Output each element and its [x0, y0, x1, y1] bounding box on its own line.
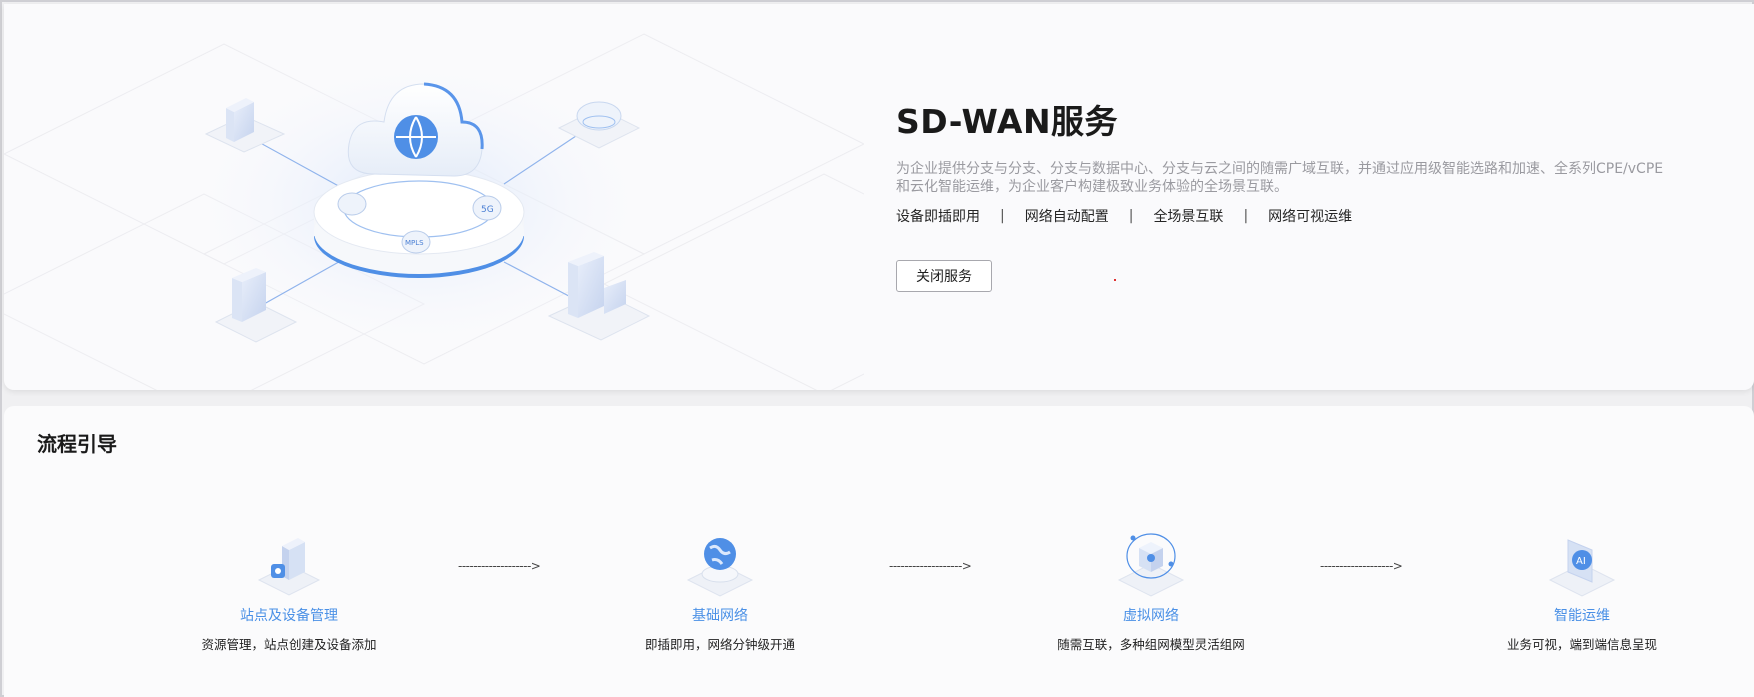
feature-separator: | [1128, 208, 1134, 224]
step-desc: 随需互联，多种组网模型灵活组网 [1057, 637, 1245, 652]
globe-network-icon [686, 538, 754, 597]
service-description: 为企业提供分支与分支、分支与数据中心、分支与云之间的随需广域互联，并通过应用级智… [896, 161, 1664, 195]
step-name[interactable]: 智能运维 [1554, 608, 1610, 624]
hero-text-block: SD-WAN服务 为企业提供分支与分支、分支与数据中心、分支与云之间的随需广域互… [896, 100, 1716, 292]
svg-text:AI: AI [1576, 556, 1586, 567]
feature-visual-ops: 网络可视运维 [1268, 209, 1353, 225]
building-device-icon [257, 538, 321, 596]
process-guide-title: 流程引导 [37, 432, 117, 456]
step-desc: 业务可视，端到端信息呈现 [1506, 637, 1657, 652]
step-virtual-network: 虚拟网络 随需互联，多种组网模型灵活组网 [1021, 524, 1281, 654]
feature-separator: | [1243, 208, 1249, 224]
sdwan-network-illustration: 5G MPLS [4, 33, 864, 390]
step-intelligent-ops: AI 智能运维 业务可视，端到端信息呈现 [1452, 524, 1712, 654]
step-name[interactable]: 虚拟网络 [1123, 608, 1179, 624]
label-mpls: MPLS [405, 239, 424, 247]
feature-list: 设备即插即用 | 网络自动配置 | 全场景互联 | 网络可视运维 [896, 206, 1716, 226]
feature-full-scenario: 全场景互联 [1153, 209, 1224, 225]
close-service-button[interactable]: 关闭服务 [896, 260, 992, 292]
step-name[interactable]: 站点及设备管理 [240, 608, 338, 624]
ai-shield-icon: AI [1548, 539, 1616, 597]
label-5g: 5G [481, 205, 494, 215]
step-arrow: -------------------> [889, 559, 972, 573]
process-guide-panel: 流程引导 站点及设备管理 资源管理，站点创建及设备添加 ------------… [4, 406, 1754, 697]
feature-plug-and-play: 设备即插即用 [896, 209, 980, 225]
virtual-cube-icon [1117, 533, 1185, 597]
stray-dot [1114, 279, 1116, 281]
step-desc: 即插即用，网络分钟级开通 [644, 637, 795, 652]
service-title: SD-WAN服务 [896, 102, 1119, 141]
step-basic-network: 基础网络 即插即用，网络分钟级开通 [590, 524, 850, 654]
step-arrow: -------------------> [458, 559, 541, 573]
feature-separator: | [1000, 208, 1005, 224]
step-desc: 资源管理，站点创建及设备添加 [201, 637, 377, 652]
sdwan-hero-banner: 5G MPLS [4, 4, 1754, 390]
step-arrow: -------------------> [1320, 559, 1403, 573]
step-name[interactable]: 基础网络 [692, 608, 748, 624]
step-site-device-management: 站点及设备管理 资源管理，站点创建及设备添加 [159, 524, 419, 654]
feature-auto-config: 网络自动配置 [1024, 209, 1109, 225]
